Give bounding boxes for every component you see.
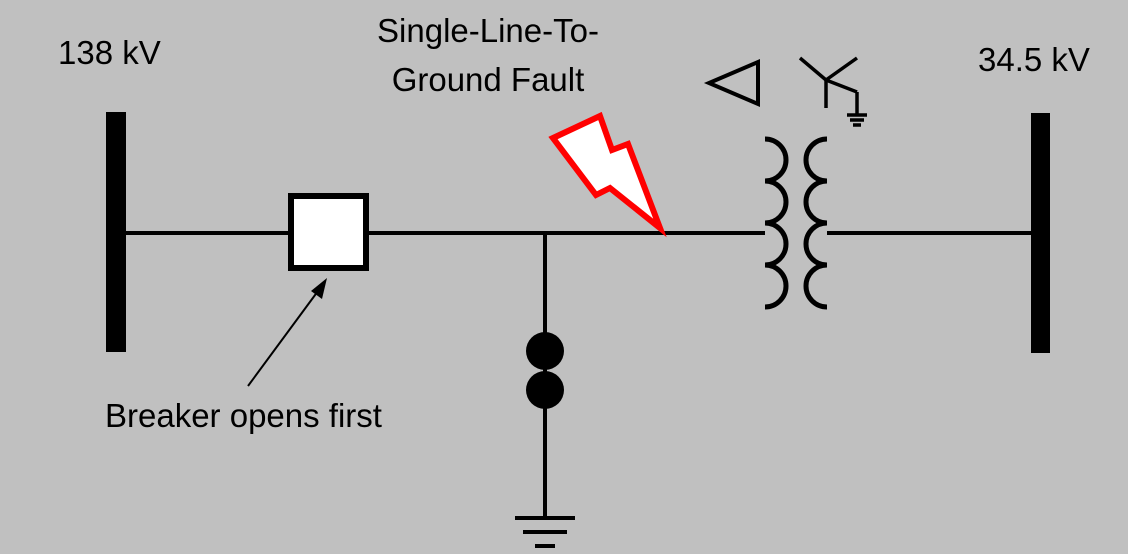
circuit-breaker — [288, 193, 369, 271]
ground-symbol — [515, 516, 575, 548]
grounding-transformer — [526, 332, 564, 409]
fault-label-line-2: Ground Fault — [391, 61, 585, 98]
right-bus-bar — [1031, 113, 1050, 353]
grounded-wye-icon — [798, 56, 867, 127]
delta-winding-icon — [703, 58, 760, 108]
left-bus-voltage-label: 138 kV — [58, 34, 161, 71]
fault-lightning-icon — [548, 111, 667, 238]
transformer-secondary-coil — [803, 136, 828, 310]
power-transformer — [764, 136, 828, 310]
fault-label-line-1: Single-Line-To- — [377, 12, 599, 49]
breaker-note-label: Breaker opens first — [105, 397, 382, 434]
transformer-primary-coil — [764, 136, 789, 310]
left-bus-bar — [106, 112, 126, 352]
right-bus-voltage-label: 34.5 kV — [978, 41, 1090, 78]
breaker-pointer-arrow — [247, 278, 327, 387]
